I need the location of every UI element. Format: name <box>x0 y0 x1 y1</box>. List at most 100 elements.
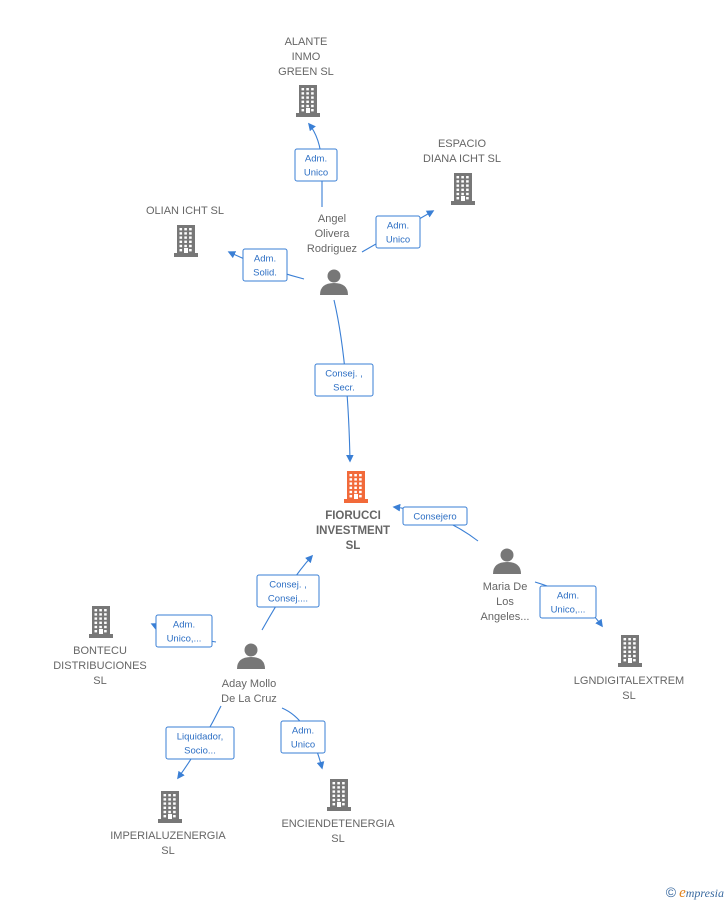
node-label: GREEN SL <box>278 66 334 78</box>
node-label: De La Cruz <box>221 693 277 705</box>
edge-label-text: Consejero <box>413 512 456 523</box>
building-icon <box>327 779 351 811</box>
edge-label-text: Unico,... <box>551 605 586 616</box>
edge-label-text: Unico <box>386 235 410 246</box>
copyright-icon: © <box>665 884 677 900</box>
node-label: ESPACIO <box>438 138 487 150</box>
edge-label-frame <box>155 614 213 648</box>
brand-initial: e <box>679 885 686 901</box>
node-label: INVESTMENT <box>316 525 390 537</box>
building-icon <box>174 225 198 257</box>
edge-maria-lngdigital: Adm. Unico,... <box>534 581 603 628</box>
edge-angel-olian: Adm. Solid. <box>227 248 305 282</box>
node-fiorucci[interactable]: FIORUCCI INVESTMENT SL <box>316 471 390 552</box>
node-aday[interactable]: Aday Mollo De La Cruz <box>221 643 277 706</box>
edge-label-text: Secr. <box>333 383 355 394</box>
edge-label-text: Unico,... <box>167 634 202 645</box>
edge-label-box[interactable]: Adm. Solid. <box>242 248 288 282</box>
edge-label-text: Consej. , <box>269 580 307 591</box>
node-espacio[interactable]: ESPACIO DIANA ICHT SL <box>423 138 501 205</box>
edge-label-frame <box>280 720 326 754</box>
node-label: SL <box>346 540 361 552</box>
edge-label-text: Unico <box>291 740 315 751</box>
edge-label-text: Solid. <box>253 268 277 279</box>
edge-label-box[interactable]: Adm. Unico,... <box>539 585 597 619</box>
edge-label-text: Liquidador, <box>177 732 223 743</box>
node-label: ENCIENDETENERGIA <box>281 818 395 830</box>
building-icon <box>451 173 475 205</box>
node-label: Angel <box>318 213 346 225</box>
edge-label-frame <box>242 248 288 282</box>
edge-label-box[interactable]: Adm. Unico <box>294 148 338 182</box>
edge-aday-fiorucci: Consej. , Consej.... <box>256 554 320 631</box>
brand-name: mpresia <box>685 886 724 900</box>
node-label: DISTRIBUCIONES <box>53 660 147 672</box>
edge-label-frame <box>294 148 338 182</box>
edge-label-text: Adm. <box>254 254 276 265</box>
edge-label-text: Consej.... <box>268 594 308 605</box>
node-label: Rodriguez <box>307 243 357 255</box>
edge-aday-enciende: Adm. Unico <box>280 707 326 770</box>
edge-label-text: Consej. , <box>325 369 363 380</box>
building-icon <box>296 85 320 117</box>
edge-label-text: Socio... <box>184 746 216 757</box>
edge-label-box[interactable]: Consej. , Secr. <box>314 363 374 397</box>
node-alante[interactable]: ALANTE INMO GREEN SL <box>278 36 334 117</box>
building-icon <box>618 635 642 667</box>
edge-maria-fiorucci: Consejero <box>392 503 479 542</box>
edge-angel-alante: Adm. Unico <box>294 122 338 207</box>
edge-label-frame <box>314 363 374 397</box>
edge-aday-bontecu: Adm. Unico,... <box>150 614 217 648</box>
node-label: SL <box>622 690 635 702</box>
node-label: Maria De <box>483 581 528 593</box>
edge-label-box[interactable]: Liquidador, Socio... <box>165 726 235 760</box>
edge-label-text: Unico <box>304 168 328 179</box>
node-olian[interactable]: OLIAN ICHT SL <box>146 205 224 257</box>
node-label: LGNDIGITALEXTREM <box>574 675 684 687</box>
node-label: DIANA ICHT SL <box>423 153 501 165</box>
person-icon <box>320 269 348 295</box>
edge-angel-fiorucci: Consej. , Secr. <box>314 299 374 463</box>
node-bontecu[interactable]: BONTECU DISTRIBUCIONES SL <box>53 606 147 687</box>
edge-label-text: Adm. <box>173 620 195 631</box>
node-enciende[interactable]: ENCIENDETENERGIA SL <box>281 779 395 845</box>
node-label: SL <box>331 833 344 845</box>
person-icon <box>237 643 265 669</box>
node-label: SL <box>93 675 106 687</box>
edge-label-box[interactable]: Adm. Unico <box>280 720 326 754</box>
node-label: ALANTE <box>285 36 328 48</box>
edge-label-frame <box>256 574 320 608</box>
edge-label-text: Adm. <box>387 221 409 232</box>
empresia-logo[interactable]: ©empresia <box>666 884 724 902</box>
edge-angel-espacio: Adm. Unico <box>361 210 435 253</box>
edge-label-box[interactable]: Consejero <box>402 506 468 526</box>
edge-label-frame <box>375 215 421 249</box>
node-label: OLIAN ICHT SL <box>146 205 224 217</box>
node-label: Olivera <box>315 228 351 240</box>
building-icon <box>158 791 182 823</box>
edge-label-text: Adm. <box>305 154 327 165</box>
person-icon <box>493 548 521 574</box>
node-label: INMO <box>292 51 321 63</box>
building-icon <box>89 606 113 638</box>
building-icon <box>344 471 368 503</box>
node-label: BONTECU <box>73 645 127 657</box>
node-label: IMPERIALUZENERGIA <box>110 830 226 842</box>
node-label: Aday Mollo <box>222 678 276 690</box>
node-label: FIORUCCI <box>325 510 381 522</box>
edge-label-frame <box>165 726 235 760</box>
edge-label-box[interactable]: Adm. Unico <box>375 215 421 249</box>
edge-aday-imperial: Liquidador, Socio... <box>165 705 235 780</box>
node-imperial[interactable]: IMPERIALUZENERGIA SL <box>110 791 226 857</box>
node-maria[interactable]: Maria De LosAngeles... <box>481 548 530 624</box>
node-label: Angeles... <box>481 611 530 623</box>
node-label: Los <box>496 596 514 608</box>
edge-label-box[interactable]: Consej. , Consej.... <box>256 574 320 608</box>
edge-label-box[interactable]: Adm. Unico,... <box>155 614 213 648</box>
edge-label-text: Adm. <box>292 726 314 737</box>
node-lngdigital[interactable]: LGNDIGITALEXTREM SL <box>574 635 684 702</box>
edge-label-text: Adm. <box>557 591 579 602</box>
node-label: SL <box>161 845 174 857</box>
